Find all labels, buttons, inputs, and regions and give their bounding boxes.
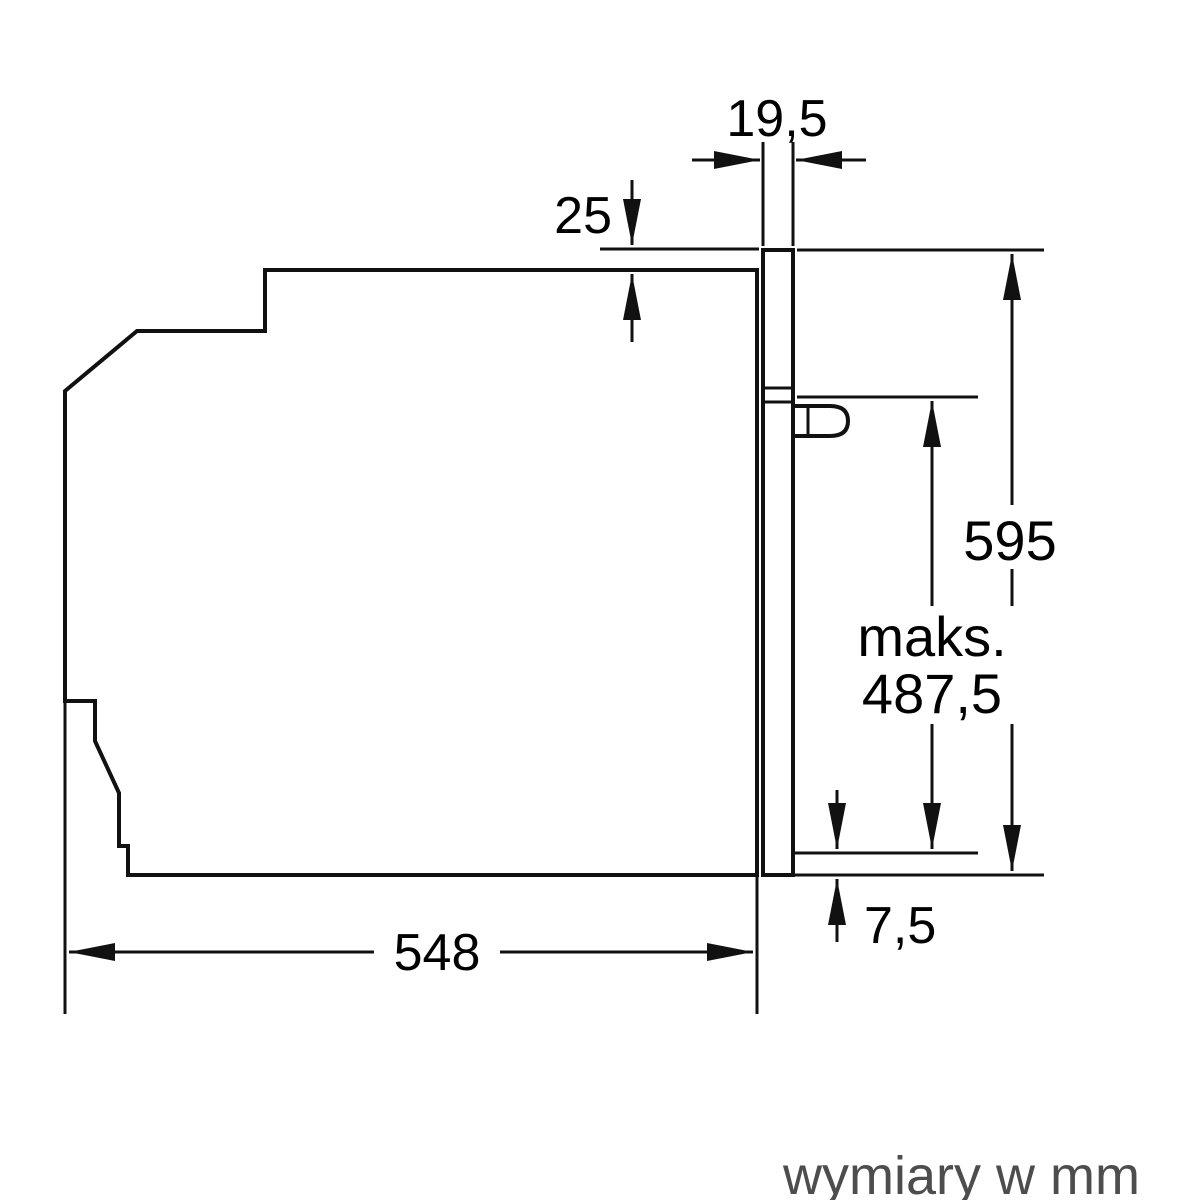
label-mask-height xyxy=(953,505,1068,569)
dim-max-height-label: 487,5 xyxy=(862,662,1002,725)
dim-bottom-clearance-label: 7,5 xyxy=(864,897,936,955)
dim-total-height-label: 595 xyxy=(963,509,1056,572)
door-handle xyxy=(793,404,851,438)
label-mask-max xyxy=(840,606,1025,724)
label-mask-depth xyxy=(374,921,500,983)
units-caption: wymiary w mm xyxy=(782,1146,1140,1200)
dim-top-clearance-label: 25 xyxy=(554,187,612,245)
dim-max-prefix-label: maks. xyxy=(857,605,1006,668)
oven-body-outline xyxy=(63,268,759,877)
dim-depth-label: 548 xyxy=(394,924,481,982)
door-panel xyxy=(761,248,795,877)
dim-panel-thickness-label: 19,5 xyxy=(726,90,827,148)
